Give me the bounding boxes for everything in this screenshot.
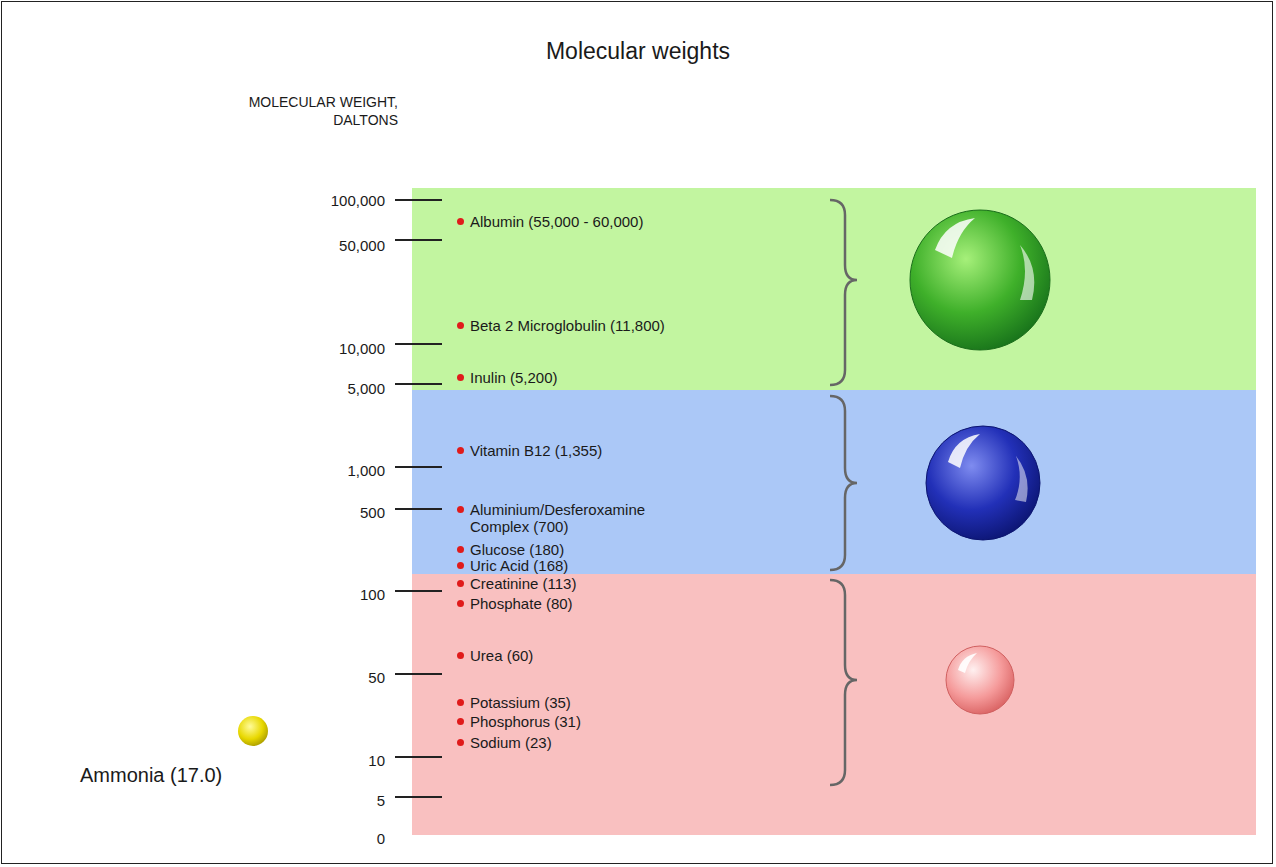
tick-label: 100 — [360, 585, 385, 604]
axis-ticks — [395, 200, 442, 797]
tick-label: 50,000 — [339, 236, 385, 255]
tick-label: 5,000 — [347, 379, 385, 398]
spheres — [238, 210, 1050, 746]
substance-label: Uric Acid (168) — [470, 557, 568, 574]
weight-band: Vitamin B12 (1,355) Aluminium/Desferoxami… — [412, 390, 1256, 574]
substance-label: Aluminium/Desferoxamine Complex (700) — [470, 501, 675, 535]
substance-label: Vitamin B12 (1,355) — [470, 442, 602, 459]
tick-label: 5 — [377, 791, 385, 810]
substance-label: Urea (60) — [470, 647, 533, 664]
tick-label: 1,000 — [347, 461, 385, 480]
tick-label: 0 — [377, 829, 385, 848]
tick-label: 10,000 — [339, 339, 385, 358]
brackets — [830, 200, 857, 785]
substance-label: Albumin (55,000 - 60,000) — [470, 213, 643, 230]
substance-label: Inulin (5,200) — [470, 369, 558, 386]
substance-label: Potassium (35) — [470, 694, 571, 711]
substance-label: Beta 2 Microglobulin (11,800) — [470, 317, 665, 334]
tick-label: 10 — [368, 751, 385, 770]
substance-label: Phosphorus (31) — [470, 713, 581, 730]
weight-band: Albumin (55,000 - 60,000) Beta 2 Microglo… — [412, 188, 1256, 390]
substance-label: Sodium (23) — [470, 734, 552, 751]
substance-label: Creatinine (113) — [470, 575, 576, 592]
weight-band: Creatinine (113) Phosphate (80) Urea (60) P… — [412, 574, 1256, 835]
title: Molecular weights — [0, 38, 1276, 65]
substance-label: Phosphate (80) — [470, 595, 573, 612]
axis-title: MOLECULAR WEIGHT, DALTONS — [198, 93, 398, 129]
tick-label: 500 — [360, 503, 385, 522]
tick-label: 50 — [368, 668, 385, 687]
substance-label: Glucose (180) — [470, 541, 564, 558]
tick-label: 100,000 — [331, 191, 385, 210]
ammonia-label: Ammonia (17.0) — [80, 763, 222, 787]
